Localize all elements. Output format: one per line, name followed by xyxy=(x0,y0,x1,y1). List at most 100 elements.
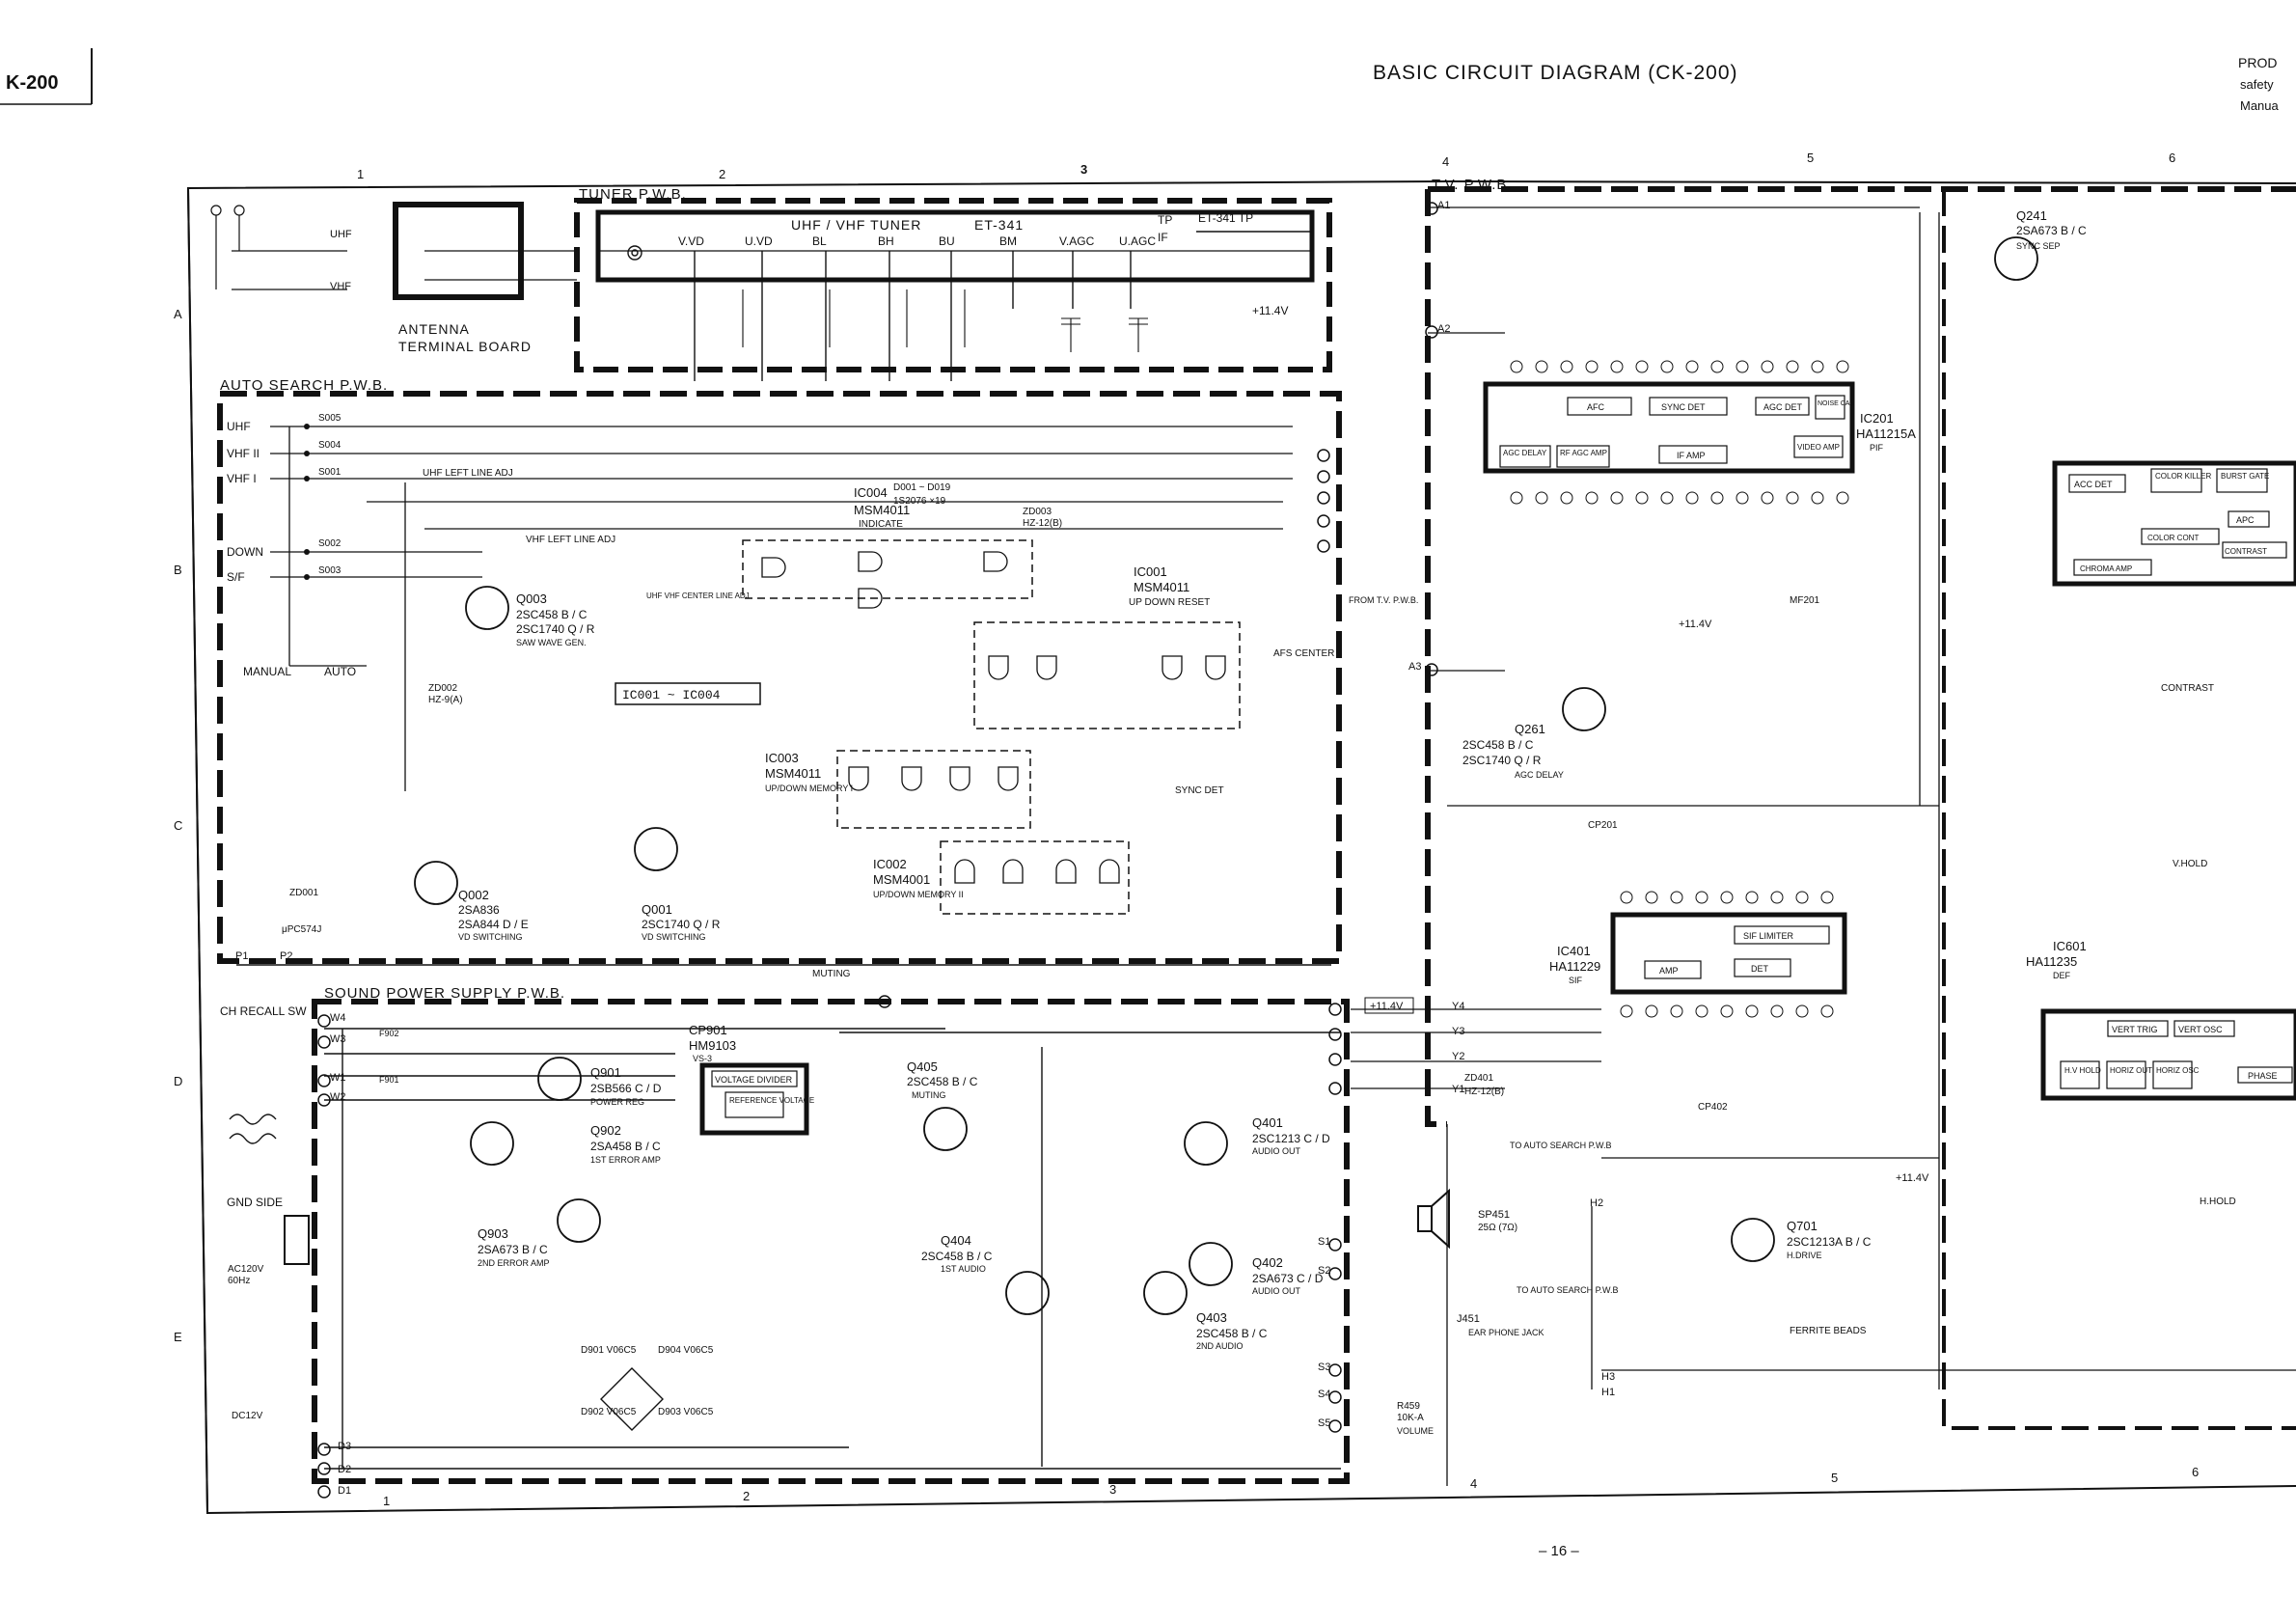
connector-w4: W4 xyxy=(330,1012,346,1024)
connector-w2: W2 xyxy=(330,1091,346,1103)
ic201-video-amp: VIDEO AMP xyxy=(1797,443,1840,452)
antenna-label-1: ANTENNA xyxy=(398,321,470,337)
ic201-noise-can: NOISE CAN xyxy=(1818,400,1855,407)
connector-s2: S2 xyxy=(1318,1265,1330,1277)
grid-top-5: 5 xyxy=(1807,151,1814,165)
q701-role: H.DRIVE xyxy=(1787,1251,1822,1260)
tuner-pin-if: IF xyxy=(1158,231,1168,244)
grid-top-1: 1 xyxy=(357,167,364,181)
speaker-spec: 25Ω (7Ω) xyxy=(1478,1223,1517,1233)
tv-supply-label-2: +11.4V xyxy=(1896,1172,1929,1184)
diode-d904: D904 V06C5 xyxy=(658,1345,714,1356)
ic601-ref: IC601 xyxy=(2053,939,2087,953)
antenna-label-2: TERMINAL BOARD xyxy=(398,339,532,354)
ic004-ref: IC004 xyxy=(854,485,888,500)
tuner-pin-bm: BM xyxy=(999,234,1017,248)
grid-bottom-3: 3 xyxy=(1109,1482,1116,1497)
ic601-role: DEF xyxy=(2053,971,2071,980)
switch-vhf-i: VHF I xyxy=(227,472,257,485)
tuner-board-label: TUNER P.W.B. xyxy=(579,186,687,203)
tuner-pin-tp: TP xyxy=(1158,213,1172,227)
connector-terminals xyxy=(317,202,1438,1499)
label-h-hold: H.HOLD xyxy=(2200,1197,2236,1207)
q401-type: 2SC1213 C / D xyxy=(1252,1132,1330,1145)
q003-type-2: 2SC1740 Q / R xyxy=(516,622,595,636)
ic401-block: SIF LIMITER AMP DET IC401 HA11229 SIF xyxy=(1549,891,1847,1018)
q901-ref: Q901 xyxy=(590,1065,621,1080)
ic201-role: PIF xyxy=(1870,443,1884,453)
tv-annotations: CP201 CP402 MF201 ZD401 HZ-12(B) FERRITE… xyxy=(1464,595,2236,1336)
switch-ref-s004: S004 xyxy=(318,440,342,451)
to-auto-search-label: TO AUTO SEARCH P.W.B xyxy=(1510,1141,1612,1150)
connector-y2: Y2 xyxy=(1452,1051,1464,1062)
label-upc574j: μPC574J xyxy=(282,924,321,935)
q403-block: Q403 2SC458 B / C 2ND AUDIO xyxy=(1143,1271,1268,1351)
ic401-det: DET xyxy=(1751,964,1769,974)
volume-name: VOLUME xyxy=(1397,1426,1434,1436)
tuner-supply-label: +11.4V xyxy=(1252,304,1288,317)
q002-type-1: 2SA836 xyxy=(458,903,500,917)
q261-block: Q261 2SC458 B / C 2SC1740 Q / R AGC DELA… xyxy=(1462,687,1606,780)
label-hz12b: HZ-12(B) xyxy=(1023,518,1062,529)
chroma-color-killer: COLOR KILLER xyxy=(2155,472,2211,481)
q261-ref: Q261 xyxy=(1515,722,1545,736)
ic201-rf-agc-amp: RF AGC AMP xyxy=(1560,449,1607,457)
connector-a3: A3 xyxy=(1408,661,1421,673)
q902-role: 1ST ERROR AMP xyxy=(590,1155,661,1165)
chroma-burst-gate: BURST GATE xyxy=(2221,472,2269,481)
tuner-decoupling-caps xyxy=(742,289,1148,352)
switch-ref-s002: S002 xyxy=(318,538,342,549)
fuse-f901: F901 xyxy=(379,1075,399,1085)
speaker-ref: SP451 xyxy=(1478,1209,1510,1221)
label-zd002: ZD002 xyxy=(428,683,457,694)
model-tag: K-200 xyxy=(6,72,58,94)
ic601-hv-hold: H.V HOLD xyxy=(2064,1066,2101,1075)
chroma-amp: CHROMA AMP xyxy=(2080,564,2132,573)
grid-left-a: A xyxy=(174,307,182,321)
ic401-sif-limiter: SIF LIMITER xyxy=(1743,931,1794,941)
antenna-terminal-board: ANTENNA TERMINAL BOARD UHF VHF xyxy=(210,202,577,354)
tv-board: T.V. P.W.B. AFC SYNC DET AGC DET NOISE C… xyxy=(1351,177,2296,1486)
switch-down: DOWN xyxy=(227,545,263,559)
q261-role: AGC DELAY xyxy=(1515,770,1564,780)
switch-ref-s005: S005 xyxy=(318,413,342,424)
tuner-pin-uagc: U.AGC xyxy=(1119,234,1156,248)
tuner-pin-bu: BU xyxy=(939,234,955,248)
q901-role: POWER REG xyxy=(590,1097,644,1107)
connector-a2: A2 xyxy=(1437,323,1450,335)
q404-block: Q404 2SC458 B / C 1ST AUDIO xyxy=(921,1233,1050,1315)
connector-d2: D2 xyxy=(338,1464,351,1475)
ic002-type: MSM4001 xyxy=(873,872,930,887)
tuner-tp-label: ET-341 TP xyxy=(1198,211,1253,225)
q001-block: Q001 2SC1740 Q / R VD SWITCHING xyxy=(634,827,721,942)
q261-type-1: 2SC458 B / C xyxy=(1462,738,1534,752)
label-ferrite-beads: FERRITE BEADS xyxy=(1790,1326,1867,1336)
grid-bottom-2: 2 xyxy=(743,1489,750,1503)
ic003-role: UP/DOWN MEMORY I xyxy=(765,784,853,793)
q902-ref: Q902 xyxy=(590,1123,621,1138)
cp901-type: HM9103 xyxy=(689,1038,736,1053)
q401-role: AUDIO OUT xyxy=(1252,1146,1301,1156)
label-mf201: MF201 xyxy=(1790,595,1820,606)
auto-search-board-label: AUTO SEARCH P.W.B. xyxy=(220,377,388,394)
label-vhf-left-line: VHF LEFT LINE ADJ xyxy=(526,535,615,545)
grid-top-3: 3 xyxy=(1080,162,1087,177)
gnd-side-label: GND SIDE xyxy=(227,1196,283,1209)
ic201-afc: AFC xyxy=(1587,402,1605,412)
q003-block: Q003 2SC458 B / C 2SC1740 Q / R SAW WAVE… xyxy=(465,586,595,647)
label-zd401: ZD401 xyxy=(1464,1073,1493,1084)
ic003-ref: IC003 xyxy=(765,751,799,765)
q902-type: 2SA458 B / C xyxy=(590,1140,661,1153)
diode-d903: D903 V06C5 xyxy=(658,1407,714,1417)
corner-note-1: PROD xyxy=(2238,55,2277,70)
ic201-agc-delay: AGC DELAY xyxy=(1503,449,1547,457)
label-sync-det: SYNC DET xyxy=(1175,785,1224,796)
ic003-type: MSM4011 xyxy=(765,766,821,781)
diode-d902: D902 V06C5 xyxy=(581,1407,637,1417)
q405-ref: Q405 xyxy=(907,1059,938,1074)
corner-note-2: safety xyxy=(2240,77,2274,92)
q405-type: 2SC458 B / C xyxy=(907,1075,978,1088)
diode-range: D001 ~ D019 xyxy=(893,482,951,493)
antenna-uhf-terminal: UHF xyxy=(330,229,352,240)
label-from-tv-pwb: FROM T.V. P.W.B. xyxy=(1349,595,1418,605)
